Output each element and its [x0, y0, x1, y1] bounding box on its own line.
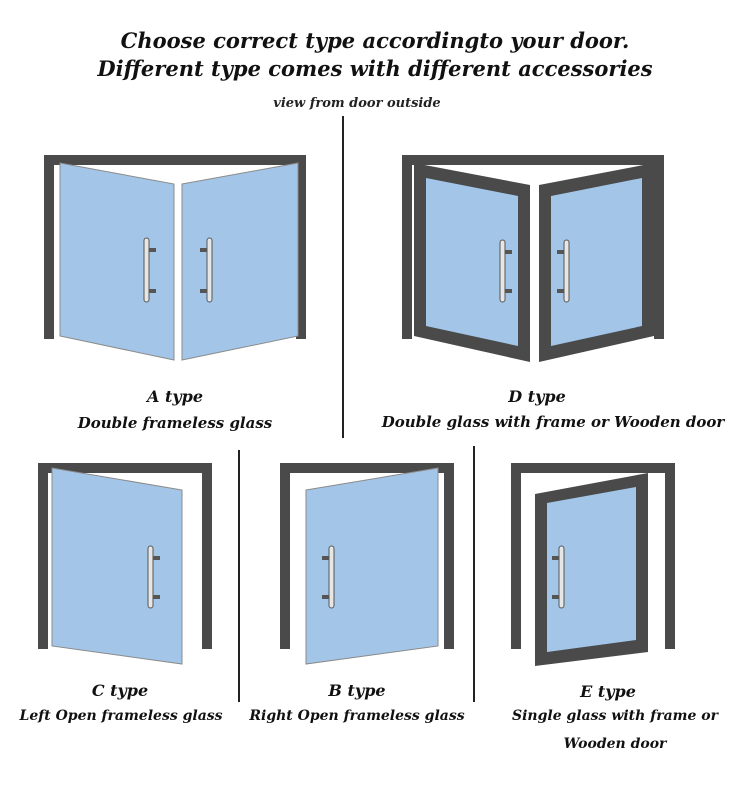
- d-type-right-glass: [551, 178, 642, 346]
- d-type-frame: [402, 155, 664, 339]
- a-type-left-handle: [143, 237, 156, 303]
- a-type-desc: Double frameless glass: [77, 414, 273, 432]
- e-type-frame: [511, 463, 675, 649]
- c-type-glass: [51, 467, 183, 665]
- b-type-handle: [322, 545, 335, 609]
- c-type-desc: Left Open frameless glass: [19, 708, 223, 724]
- a-type-left-glass: [59, 162, 175, 361]
- title-line-2: Different type comes with different acce…: [97, 56, 653, 81]
- d-type-right-handle: [557, 239, 570, 303]
- d-type-name: D type: [508, 387, 566, 406]
- e-type-name: E type: [580, 682, 636, 701]
- d-type-left-glass: [426, 178, 518, 346]
- c-type-handle: [147, 545, 160, 609]
- e-type-desc-line-1: Single glass with frame or: [512, 708, 718, 724]
- e-type-handle: [552, 545, 565, 609]
- divider-top-center: [342, 116, 344, 438]
- c-type-name: C type: [91, 681, 149, 700]
- c-type-frame: [38, 463, 212, 649]
- d-type-desc: Double glass with frame or Wooden door: [381, 413, 725, 431]
- b-type-name: B type: [328, 681, 386, 700]
- view-note: view from door outside: [273, 96, 441, 111]
- b-type-frame: [280, 463, 454, 649]
- d-type-left-handle: [499, 239, 512, 303]
- divider-bottom-left: [238, 450, 240, 702]
- divider-bottom-right: [473, 446, 475, 702]
- e-type-desc-line-2: Wooden door: [563, 736, 667, 752]
- b-type-desc: Right Open frameless glass: [249, 708, 465, 724]
- title-line-1: Choose correct type accordingto your doo…: [120, 28, 630, 53]
- b-type-glass: [305, 467, 439, 665]
- a-type-right-glass: [181, 162, 299, 361]
- e-type-glass: [547, 487, 636, 652]
- a-type-right-handle: [200, 237, 213, 303]
- a-type-frame: [44, 155, 306, 339]
- a-type-name: A type: [146, 387, 204, 406]
